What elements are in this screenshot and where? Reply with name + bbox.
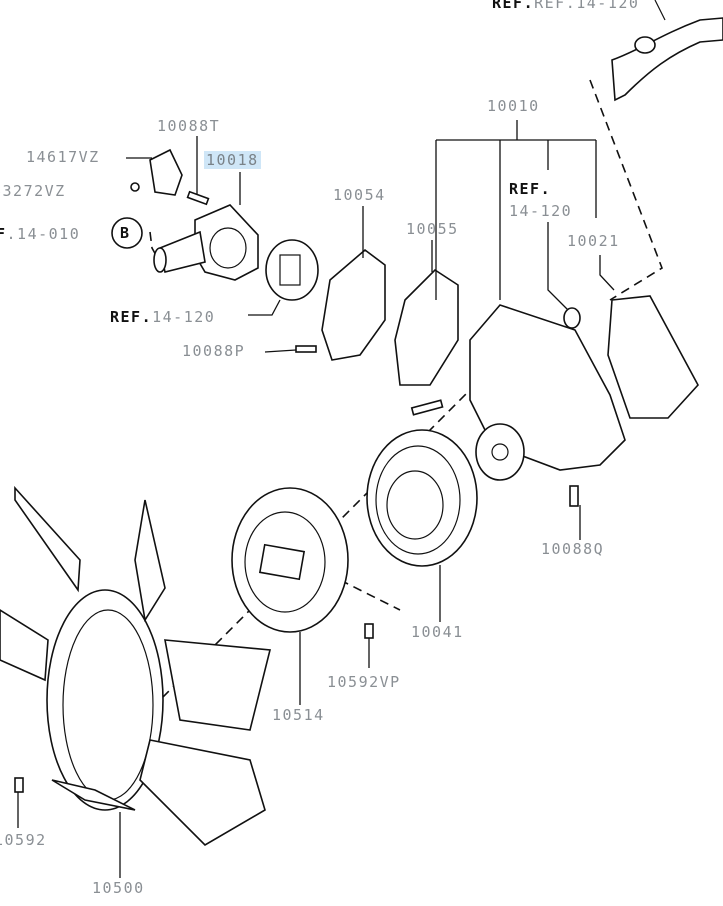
part-label-10088P[interactable]: 10088P (182, 342, 246, 360)
leader-line (435, 120, 597, 300)
assembly-dashed-line (149, 231, 163, 267)
water-pump (469, 304, 626, 481)
bolt-83272VZ (130, 182, 140, 192)
upper-hose (611, 0, 723, 102)
gasket-10021 (607, 295, 699, 419)
bolt-10088Q (569, 485, 579, 507)
assembly-dashed-line (589, 79, 663, 301)
highlighted-part-number: 10018 (204, 151, 261, 169)
part-label-10010[interactable]: 10010 (487, 97, 540, 115)
part-label-10041[interactable]: 10041 (411, 623, 464, 641)
ref-number: .14-010 (6, 225, 81, 243)
ref-label-14-010[interactable]: F.14-010 (0, 225, 81, 243)
part-label-10500[interactable]: 10500 (92, 879, 145, 897)
fan-clutch-10514 (231, 487, 349, 633)
leader-line (264, 349, 297, 353)
pulley-10041 (366, 429, 478, 567)
gasket-10055 (394, 268, 459, 386)
leader-line (599, 255, 615, 291)
bolt-10088P (295, 345, 317, 353)
bolt-10592 (14, 777, 24, 793)
part-label-10054[interactable]: 10054 (333, 186, 386, 204)
ref-number-label[interactable]: 14-120 (509, 202, 573, 220)
ref-label-top[interactable]: REF.REF.14-120 (492, 0, 639, 12)
bolt-10592VP (364, 623, 374, 639)
ref-number: REF.14-120 (534, 0, 640, 12)
part-label-10514[interactable]: 10514 (272, 706, 325, 724)
thermostat (265, 239, 319, 301)
part-label-14617VZ[interactable]: 14617VZ (26, 148, 100, 166)
leader-line (547, 222, 569, 311)
gasket-10054 (321, 248, 386, 361)
part-label-10055[interactable]: 10055 (406, 220, 459, 238)
bracket (149, 148, 183, 196)
cooling-fan-10500 (0, 485, 272, 847)
ref-label-14-120[interactable]: REF.14-120 (110, 308, 216, 326)
leader-line (248, 299, 281, 316)
thermostat-housing (153, 204, 259, 281)
part-label-10088T[interactable]: 10088T (157, 117, 221, 135)
callout-circle (111, 217, 143, 249)
ref-word-label[interactable]: REF. (509, 180, 552, 198)
part-label-10592[interactable]: 10592 (0, 831, 47, 849)
part-label-10088Q[interactable]: 10088Q (541, 540, 605, 558)
assembly-dashed-line (339, 579, 401, 611)
bolt-10088T (186, 190, 210, 206)
bolt-water-pump (410, 399, 444, 416)
ref-number: 14-120 (152, 308, 216, 326)
part-label-10021[interactable]: 10021 (567, 232, 620, 250)
callout-b-label[interactable]: B (120, 224, 131, 242)
part-label-10018-highlighted[interactable]: 10018 (204, 151, 261, 169)
part-label-10592VP[interactable]: 10592VP (327, 673, 401, 691)
o-ring (563, 307, 581, 329)
